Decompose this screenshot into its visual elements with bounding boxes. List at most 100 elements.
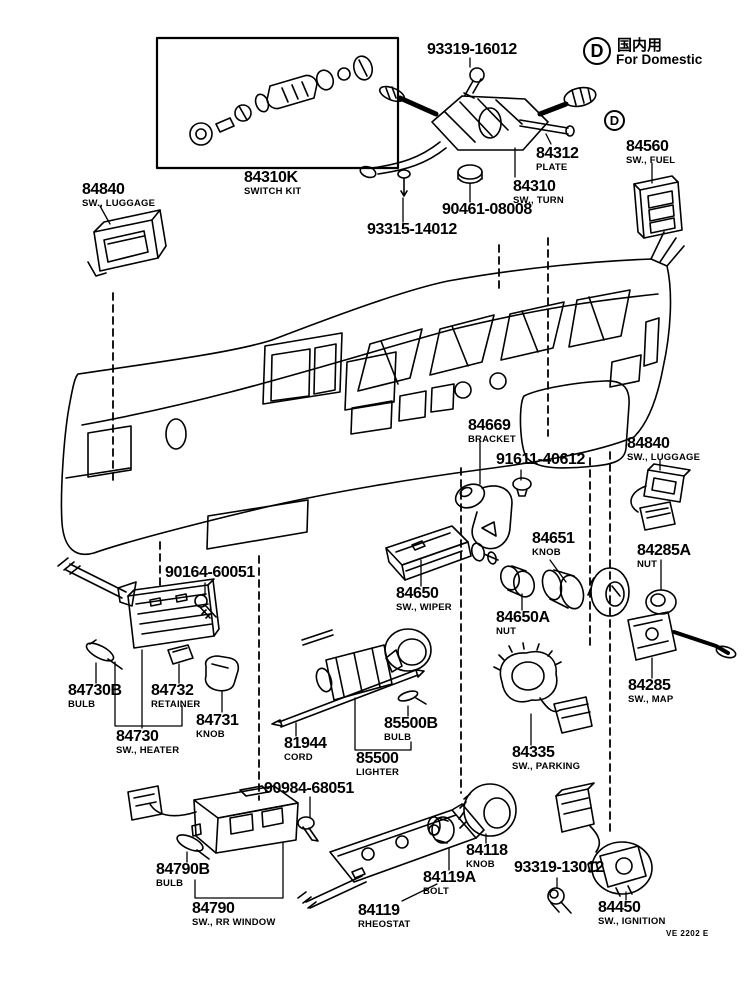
- part-label-93319-16012: 93319-16012: [427, 41, 517, 59]
- part-desc: SW., WIPER: [396, 601, 452, 613]
- lighter-bulb-drawing: [397, 690, 427, 705]
- part-desc: KNOB: [466, 858, 495, 870]
- part-number: 93319-13012: [514, 859, 604, 876]
- part-number: 84119: [358, 902, 400, 919]
- part-desc: RHEOSTAT: [358, 918, 411, 930]
- screw-90164-60051-drawing: [194, 594, 217, 619]
- cord-drawing: [271, 669, 425, 728]
- retainer-drawing: [167, 644, 194, 665]
- part-number: 85500B: [384, 715, 438, 732]
- rheostat-knob-drawing: [458, 783, 517, 837]
- wiper-nut-drawing: [499, 565, 536, 598]
- part-number: 84840: [82, 181, 125, 198]
- part-number: 93315-14012: [367, 221, 457, 238]
- part-number: 84669: [468, 417, 511, 434]
- part-desc: SW., HEATER: [116, 744, 180, 756]
- part-desc: RETAINER: [151, 698, 201, 710]
- part-desc: CORD: [284, 751, 313, 763]
- rheostat-drawing: [297, 803, 485, 909]
- part-label-93315-14012: 93315-14012: [367, 221, 457, 239]
- bracket-drawing: [454, 483, 513, 550]
- part-number: 84310K: [244, 169, 298, 186]
- wiper-switch-drawing: [385, 525, 499, 581]
- part-number: 84560: [626, 138, 669, 155]
- dashboard-drawing: [60, 231, 685, 556]
- part-desc: BOLT: [423, 885, 449, 897]
- part-label-90984-68051: 90984-68051: [264, 780, 354, 798]
- part-desc: NUT: [637, 558, 658, 570]
- part-desc: SWITCH KIT: [244, 185, 302, 197]
- map-switch-drawing: [627, 611, 737, 661]
- domestic-circle-d-small-icon: D: [604, 110, 625, 131]
- part-desc: SW., LUGGAGE: [82, 197, 156, 209]
- part-label-90164-60051: 90164-60051: [165, 564, 255, 582]
- part-desc: SW., LUGGAGE: [627, 451, 701, 463]
- part-number: 84730B: [68, 682, 122, 699]
- rheostat-bolt-drawing: [427, 816, 455, 844]
- domestic-note-jp: 国内用: [617, 37, 663, 54]
- part-number: 84450: [598, 899, 641, 916]
- screw-93319-13012-drawing: [547, 887, 572, 914]
- part-number: 84310: [513, 178, 556, 195]
- part-number: 84732: [151, 682, 194, 699]
- part-label-93319-13012: 93319-13012: [514, 859, 604, 877]
- part-number: 84650A: [496, 609, 550, 626]
- luggage-switch-left-drawing: [87, 209, 167, 277]
- drawing-code: VE 2202 E: [666, 929, 709, 938]
- part-number: 84651: [532, 530, 575, 547]
- part-label-90461-08008: 90461-08008: [442, 201, 532, 219]
- part-desc: SW., IGNITION: [598, 915, 666, 927]
- part-desc: BULB: [68, 698, 96, 710]
- part-number: 91611-40612: [496, 451, 586, 468]
- part-desc: BULB: [384, 731, 412, 743]
- part-number: 84119A: [423, 869, 476, 886]
- rr-window-bulb-drawing: [176, 834, 210, 860]
- fuel-switch-drawing: [633, 175, 683, 239]
- part-number: 84840: [627, 435, 670, 452]
- part-desc: LIGHTER: [356, 766, 400, 778]
- part-number: 84335: [512, 744, 555, 761]
- part-number: 90164-60051: [165, 564, 255, 581]
- leader-dashed-lines: [112, 237, 611, 836]
- domestic-note-en: For Domestic: [616, 52, 703, 67]
- part-number: 84312: [536, 145, 579, 162]
- part-desc: SW., MAP: [628, 693, 674, 705]
- wiper-knob-drawing: [541, 567, 630, 617]
- part-number: 84118: [466, 842, 508, 859]
- parking-switch-drawing: [493, 642, 593, 734]
- ignition-switch-drawing: [555, 782, 653, 897]
- part-number: 84730: [116, 728, 159, 745]
- part-desc: SW., FUEL: [626, 154, 676, 166]
- nut-91611-40612-drawing: [512, 477, 532, 497]
- heater-switch-drawing: [57, 557, 220, 649]
- part-number: 93319-16012: [427, 41, 517, 58]
- part-number: 84285: [628, 677, 671, 694]
- lighter-drawing: [301, 628, 432, 701]
- part-number: 85500: [356, 750, 399, 767]
- bolt-93315-14012-drawing: [397, 169, 411, 197]
- part-desc: PLATE: [536, 161, 568, 173]
- combination-switch-drawing: [359, 85, 597, 179]
- rr-window-switch-drawing: [127, 785, 299, 854]
- part-desc: BRACKET: [468, 433, 516, 445]
- part-number: 84285A: [637, 542, 691, 559]
